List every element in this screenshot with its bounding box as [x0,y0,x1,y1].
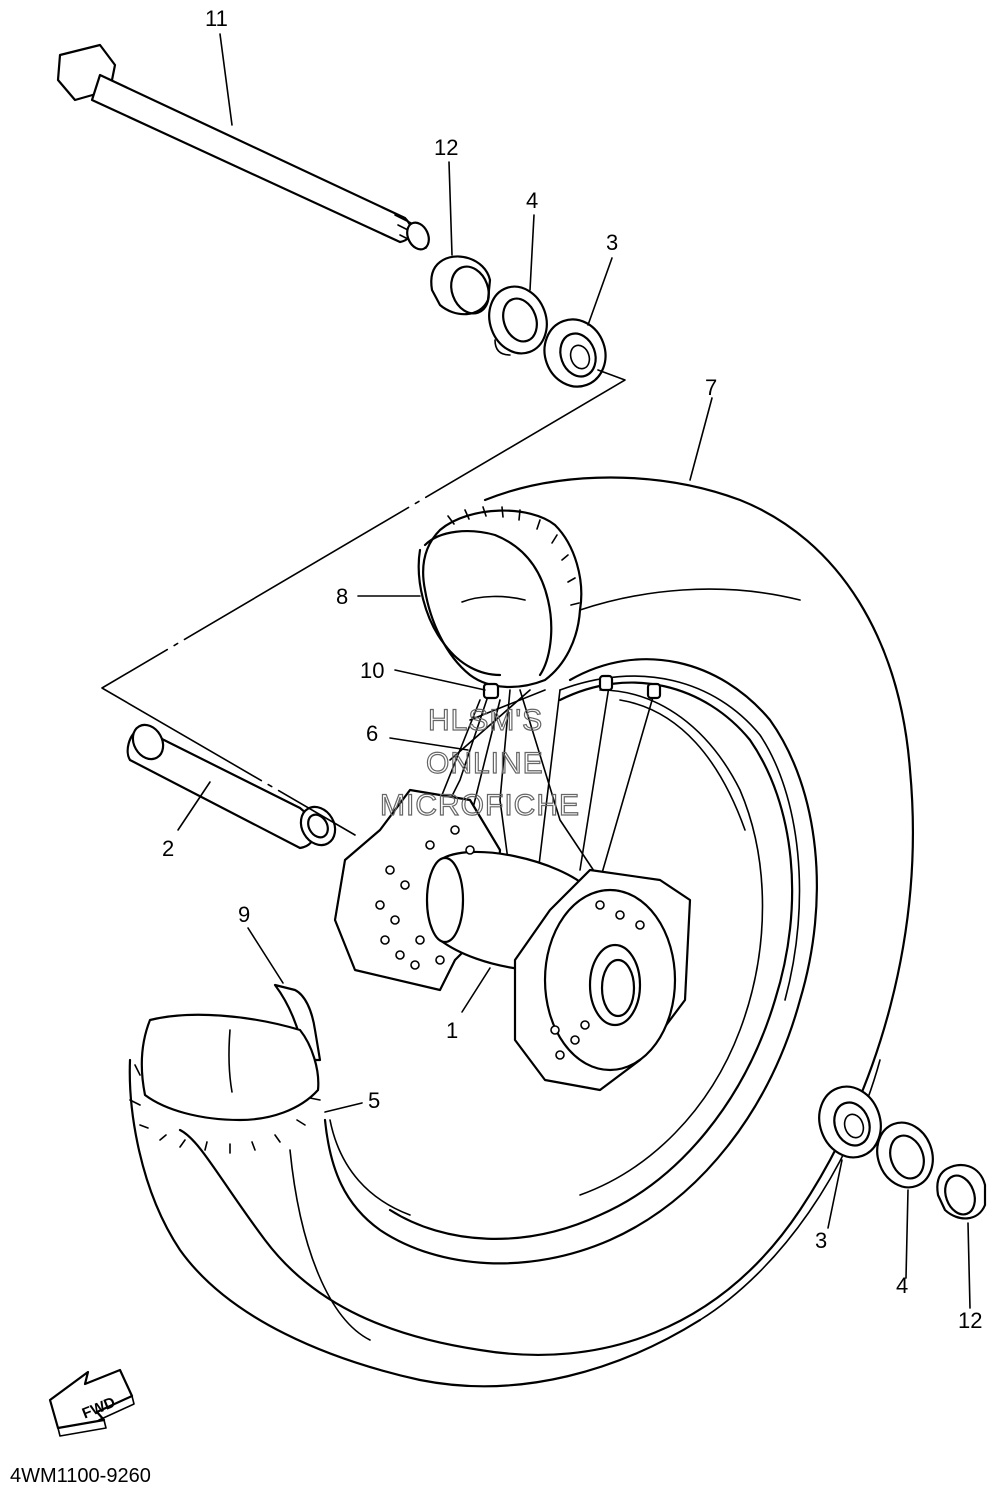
disc-holes [375,825,645,1060]
callout-12-bottom: 12 [958,1308,982,1333]
callout-3-bottom: 3 [815,1228,827,1253]
callout-10: 10 [360,658,384,683]
oil-seal-bottom [876,1121,934,1189]
callout-4-top: 4 [526,188,538,213]
callout-4-bottom: 4 [896,1273,908,1298]
wheel-hub [333,788,692,1092]
leader-lines [177,33,971,1309]
callout-9: 9 [238,902,250,927]
bearing-bottom [818,1085,882,1159]
tube-section [129,983,322,1154]
collar-top [430,255,492,316]
watermark-line-1: HLSM'S [428,704,543,737]
callout-8: 8 [336,584,348,609]
diagram-part-number: 4WM1100-9260 [10,1465,151,1487]
axle [56,43,430,251]
forward-direction-arrow: FWD [48,1368,135,1437]
bearing-top [543,318,607,388]
watermark-line-2: ONLINE [426,747,544,780]
rim-band [417,506,583,688]
callout-11: 11 [205,6,228,31]
callout-6: 6 [366,721,378,746]
callout-2: 2 [162,836,174,861]
callout-3-top: 3 [606,230,618,255]
watermark: HLSM'S ONLINE MICROFICHE [379,703,580,822]
rim [323,658,818,1265]
callout-1: 1 [446,1018,458,1043]
spacer [126,723,337,850]
collar-bottom [936,1163,987,1220]
callout-7: 7 [705,375,717,400]
axle-centerline [101,369,626,836]
callout-12-top: 12 [434,135,458,160]
watermark-line-3: MICROFICHE [380,789,580,822]
oil-seal-top [488,285,548,356]
callout-labels: 11 12 4 3 7 8 10 6 2 9 1 5 3 4 12 [162,6,982,1333]
callout-5: 5 [368,1088,380,1113]
